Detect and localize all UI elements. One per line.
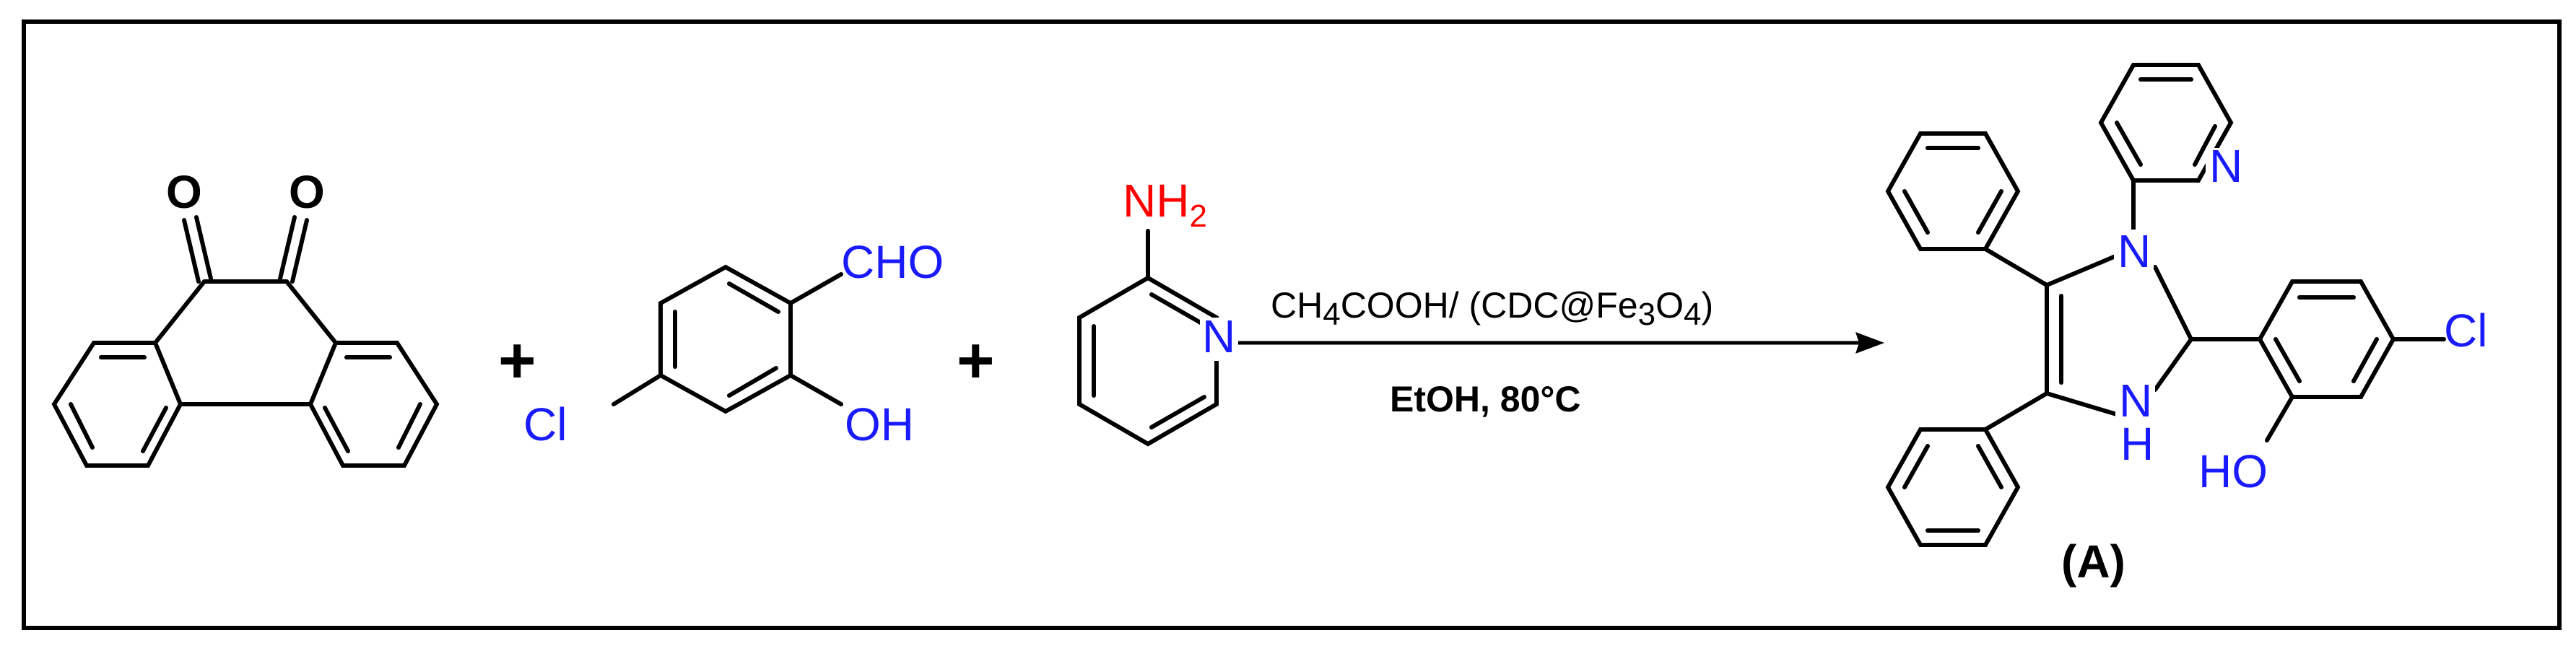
chloro-group: Cl: [523, 398, 567, 450]
reaction-arrow: [1238, 332, 1884, 354]
product-chloro-group: Cl: [2444, 305, 2487, 357]
pyridine-nitrogen: N: [1202, 310, 1235, 362]
aldehyde-group: CHO: [841, 236, 944, 288]
plus-sign-2: +: [957, 325, 995, 397]
product-nh-hydrogen: H: [2120, 418, 2154, 470]
carbonyl-oxygen-left: O: [166, 166, 202, 218]
plus-sign-1: +: [498, 325, 536, 397]
product-hydroxyl-group: HO: [2198, 445, 2268, 497]
reactant-phenanthrenequinone: O O: [51, 166, 440, 468]
product-imidazoline: N N N H Cl HO (A): [1885, 63, 2487, 588]
product-nh-nitrogen: N: [2119, 375, 2152, 427]
hydroxyl-group: OH: [845, 398, 914, 450]
reactant-aminopyridine: N NH2: [1077, 175, 1236, 447]
frame-border: [22, 19, 2562, 630]
product-pyridine-nitrogen: N: [2209, 140, 2242, 192]
carbonyl-oxygen-right: O: [289, 166, 325, 218]
reactant-chlorosalicylaldehyde: CHO OH Cl: [523, 236, 944, 450]
conditions-solvent-temperature: EtOH, 80°C: [1390, 379, 1581, 419]
amino-group: NH2: [1123, 175, 1207, 234]
product-n1-nitrogen: N: [2118, 225, 2151, 277]
conditions-catalyst: CH4COOH/ (CDC@Fe3O4): [1271, 285, 1713, 332]
product-label: (A): [2061, 536, 2125, 588]
